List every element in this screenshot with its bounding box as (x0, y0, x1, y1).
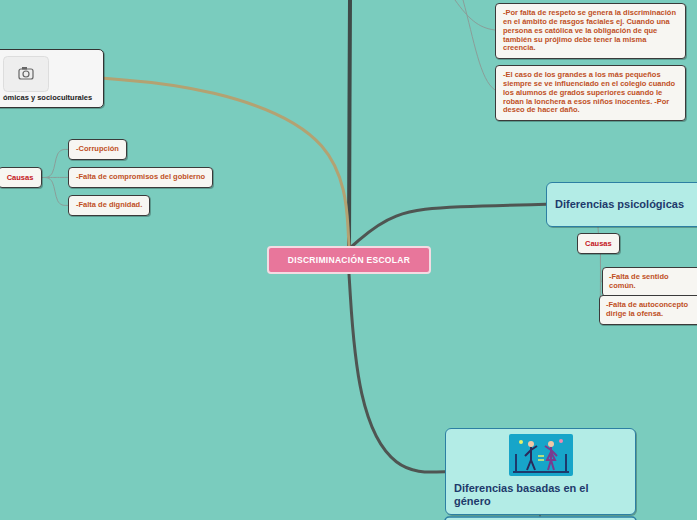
node-text: -Corrupción (76, 145, 119, 154)
node-image (3, 56, 100, 92)
node-text: -Falta de sentido común. (609, 273, 693, 291)
trunk-line (349, 0, 350, 246)
cause-box: -Falta de sentido común. (602, 267, 697, 297)
gender-illustration (509, 434, 573, 476)
node-text: ómicas y socioculturales (3, 94, 100, 103)
branch-connector (349, 274, 445, 472)
cause-label-box: Causas (0, 167, 42, 188)
branch-connector (104, 78, 349, 246)
node-text: Causas (585, 239, 612, 248)
node-image (454, 434, 627, 476)
node-text: -Falta de dignidad. (76, 201, 142, 210)
node-text: Diferencias psicológicas (555, 198, 697, 211)
branch-connector (42, 149, 68, 177)
topic-box: Diferencias basadas en el género (445, 428, 636, 515)
note-box: -Por falta de respeto se genera la discr… (495, 3, 686, 59)
leader-line (463, 0, 495, 90)
node-text: -El caso de los grandes a los más pequeñ… (503, 71, 678, 115)
cause-box: -Corrupción (68, 139, 127, 160)
node-text: -Falta de autoconcepto dirige la ofensa. (606, 301, 694, 319)
image-placeholder (3, 56, 49, 92)
note-box: -El caso de los grandes a los más pequeñ… (495, 65, 686, 121)
topic-box: ómicas y socioculturales (0, 49, 104, 108)
connector-layer (42, 78, 602, 472)
cause-box: -Falta de autoconcepto dirige la ofensa. (599, 295, 697, 325)
cause-box: -Falta de compromisos del gobierno (68, 167, 213, 188)
node-text: -Por falta de respeto se genera la discr… (503, 9, 678, 53)
node-text: DISCRIMINACIÓN ESCOLAR (275, 255, 423, 265)
topic-box: Diferencias psicológicas (546, 182, 697, 227)
branch-connector (352, 204, 546, 246)
cause-box: -Falta de dignidad. (68, 195, 150, 216)
node-text: Causas (1, 173, 39, 182)
branch-connector (42, 178, 68, 206)
cut-box (445, 517, 636, 520)
cause-label-box: Causas (577, 233, 620, 254)
central-topic: DISCRIMINACIÓN ESCOLAR (267, 246, 431, 274)
leader-line (455, 0, 495, 30)
node-text: Diferencias basadas en el género (454, 482, 627, 507)
node-text: -Falta de compromisos del gobierno (76, 173, 205, 182)
